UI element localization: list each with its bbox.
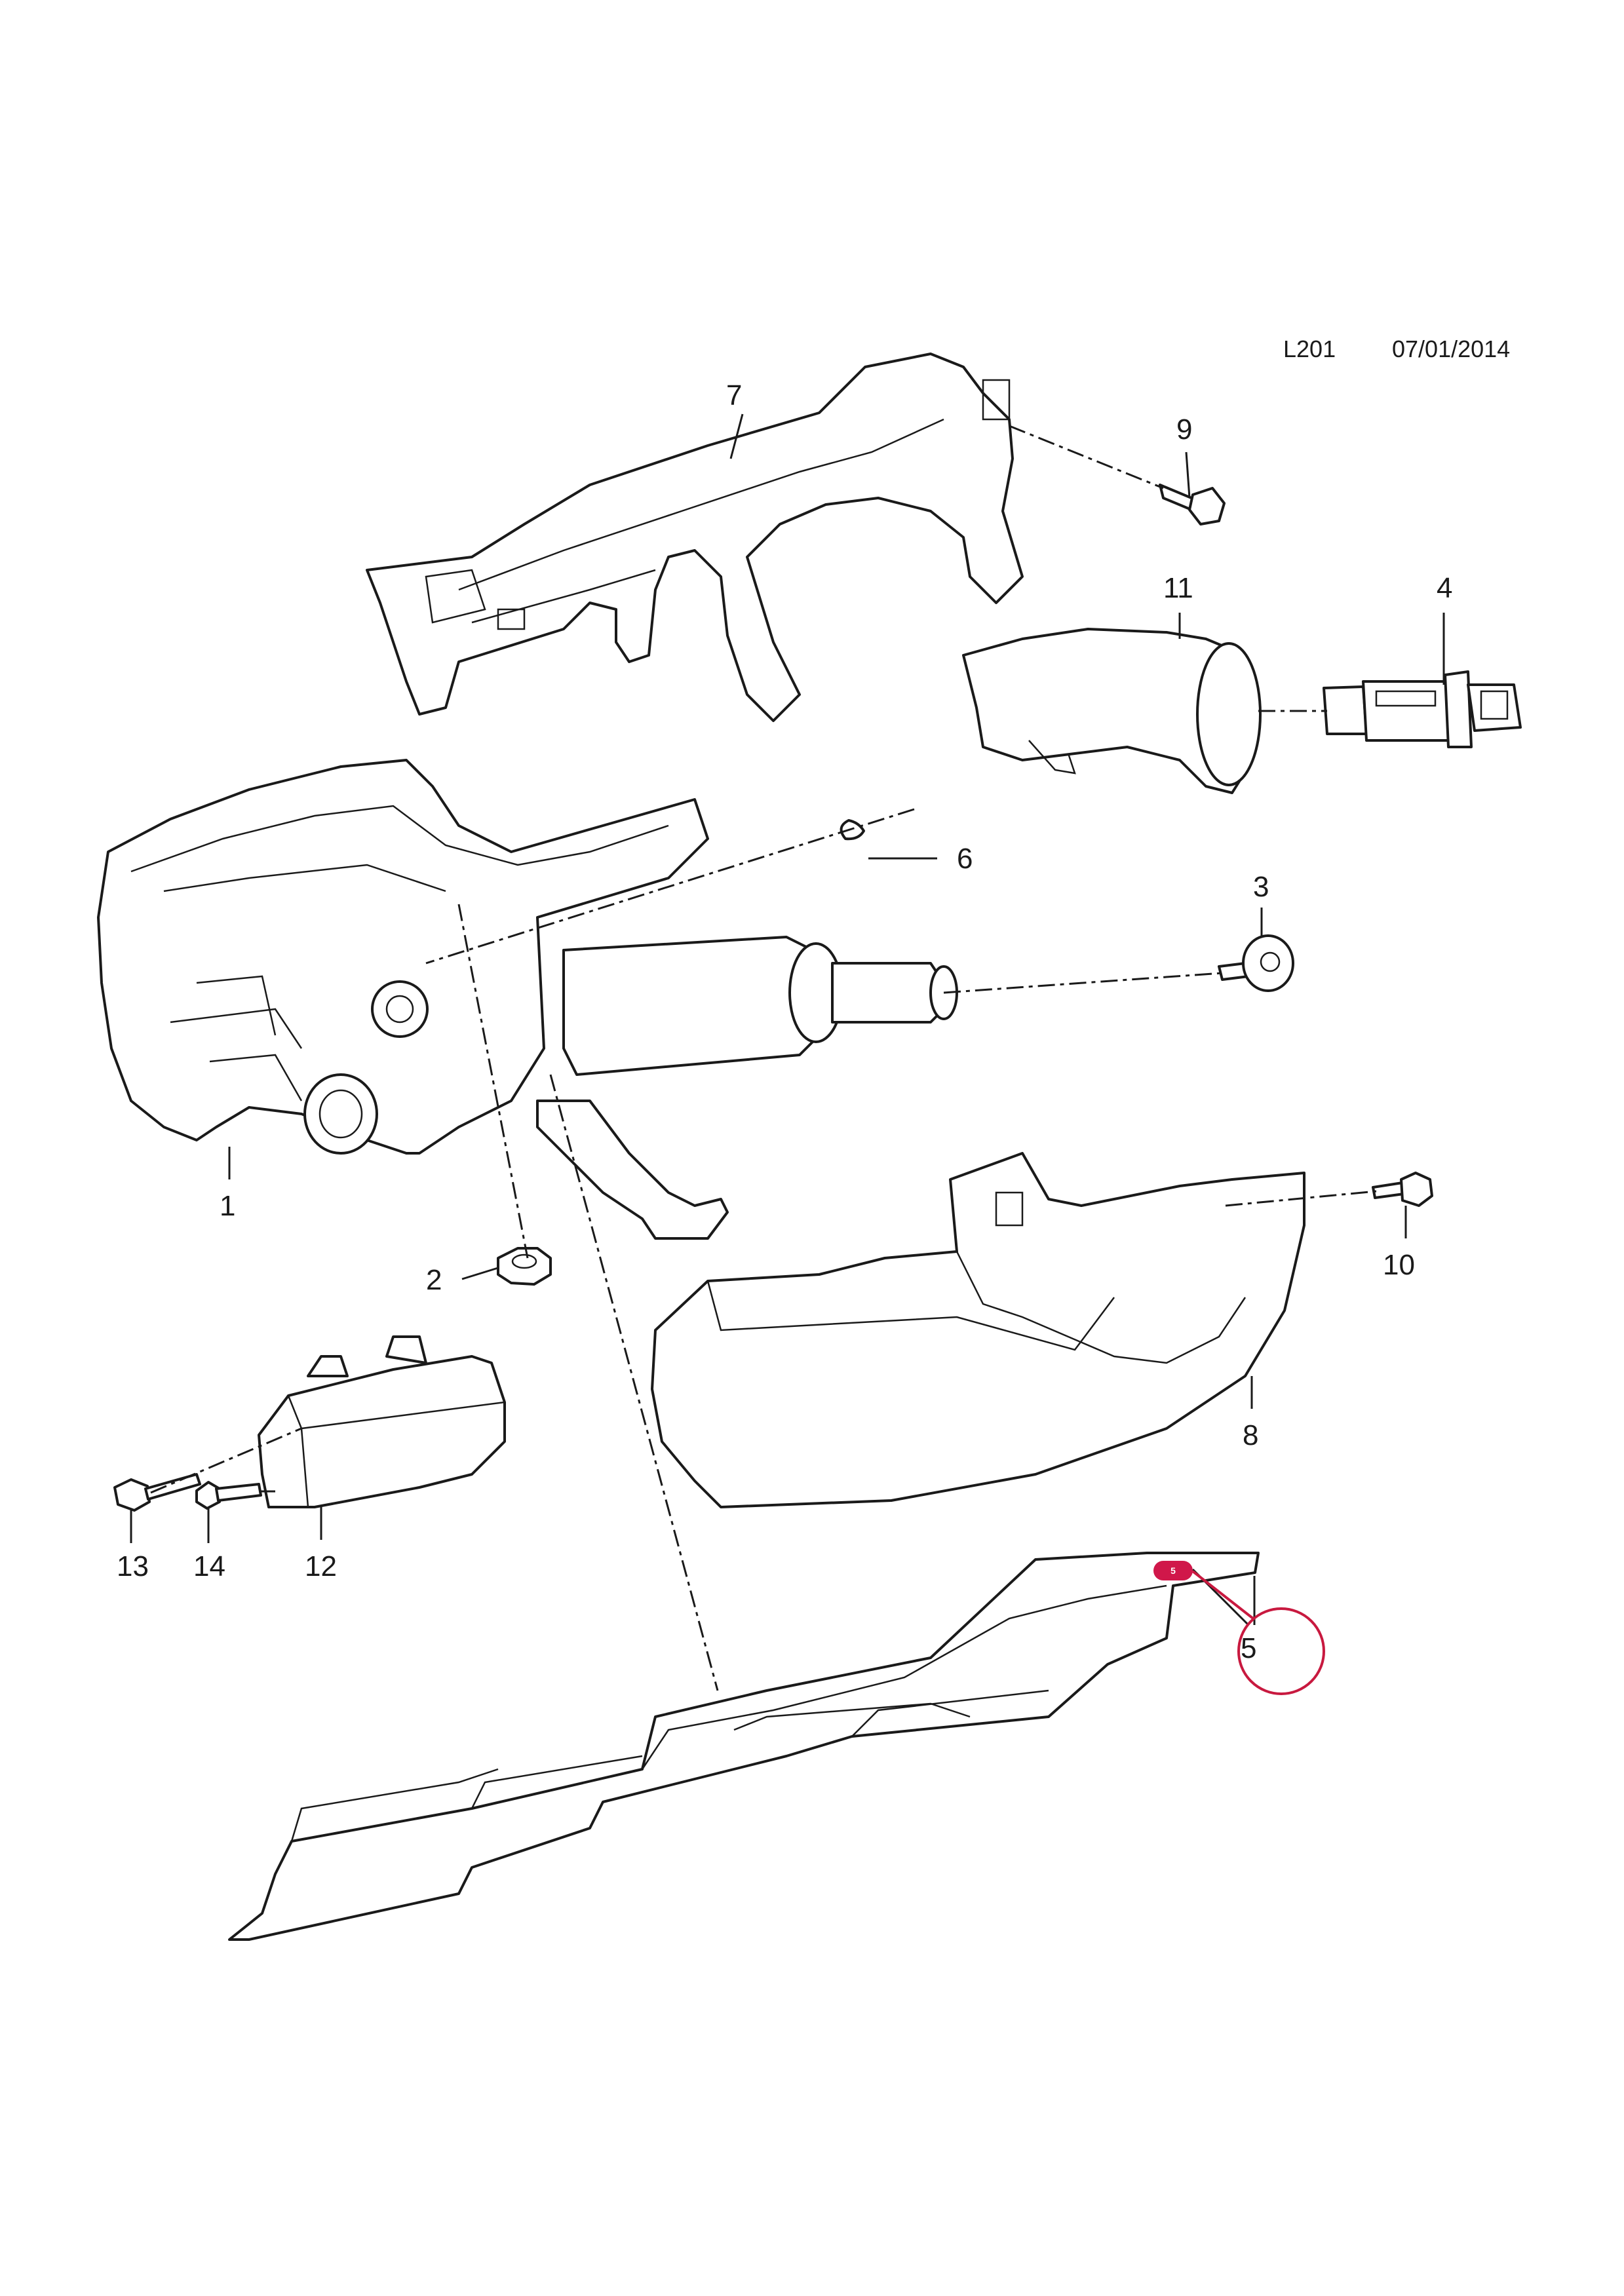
part-2-nut[interactable] [497,1247,552,1286]
diagram-date: 07/01/2014 [1392,335,1510,362]
part-3-bolt[interactable] [1218,934,1294,992]
part-5-lower-panel[interactable] [228,1552,1260,1941]
part-12-module[interactable] [258,1335,506,1508]
leader-lines [130,413,1445,1626]
callout-13[interactable]: 13 [117,1550,149,1582]
callout-2[interactable]: 2 [426,1264,442,1296]
diagram-code: L201 [1283,335,1336,362]
highlight-badge-label: 5 [1170,1565,1176,1576]
part-14-screw[interactable] [195,1481,262,1510]
callout-12[interactable]: 12 [305,1550,337,1582]
callout-numbers: 7 9 11 4 6 3 1 2 10 8 12 13 14 5 [117,379,1452,1664]
callout-4[interactable]: 4 [1437,572,1452,604]
highlight-annotation: 5 [1153,1561,1325,1695]
callout-5[interactable]: 5 [1241,1632,1256,1664]
callout-11[interactable]: 11 [1163,572,1193,604]
highlight-leader-line [1191,1570,1254,1620]
part-11-lock-housing[interactable] [962,628,1262,794]
part-8-lower-cover[interactable] [651,1152,1305,1508]
highlight-circle [1237,1607,1325,1695]
assembly-lines [150,425,1377,1691]
part-4-lock-cylinder[interactable] [1323,670,1522,748]
callout-9[interactable]: 9 [1176,413,1192,446]
part-10-screw[interactable] [1372,1172,1433,1207]
callout-6[interactable]: 6 [957,843,973,875]
callout-1[interactable]: 1 [220,1190,235,1222]
callout-8[interactable]: 8 [1243,1419,1258,1451]
callout-7[interactable]: 7 [726,379,742,411]
part-9-screw[interactable] [1159,484,1226,526]
highlight-badge[interactable] [1153,1561,1193,1580]
part-7-upper-cover[interactable] [366,353,1024,722]
callout-3[interactable]: 3 [1253,871,1269,903]
callout-14[interactable]: 14 [193,1550,225,1582]
callout-10[interactable]: 10 [1383,1249,1415,1281]
part-13-screw[interactable] [113,1473,201,1512]
part-1-steering-column[interactable] [97,759,958,1240]
